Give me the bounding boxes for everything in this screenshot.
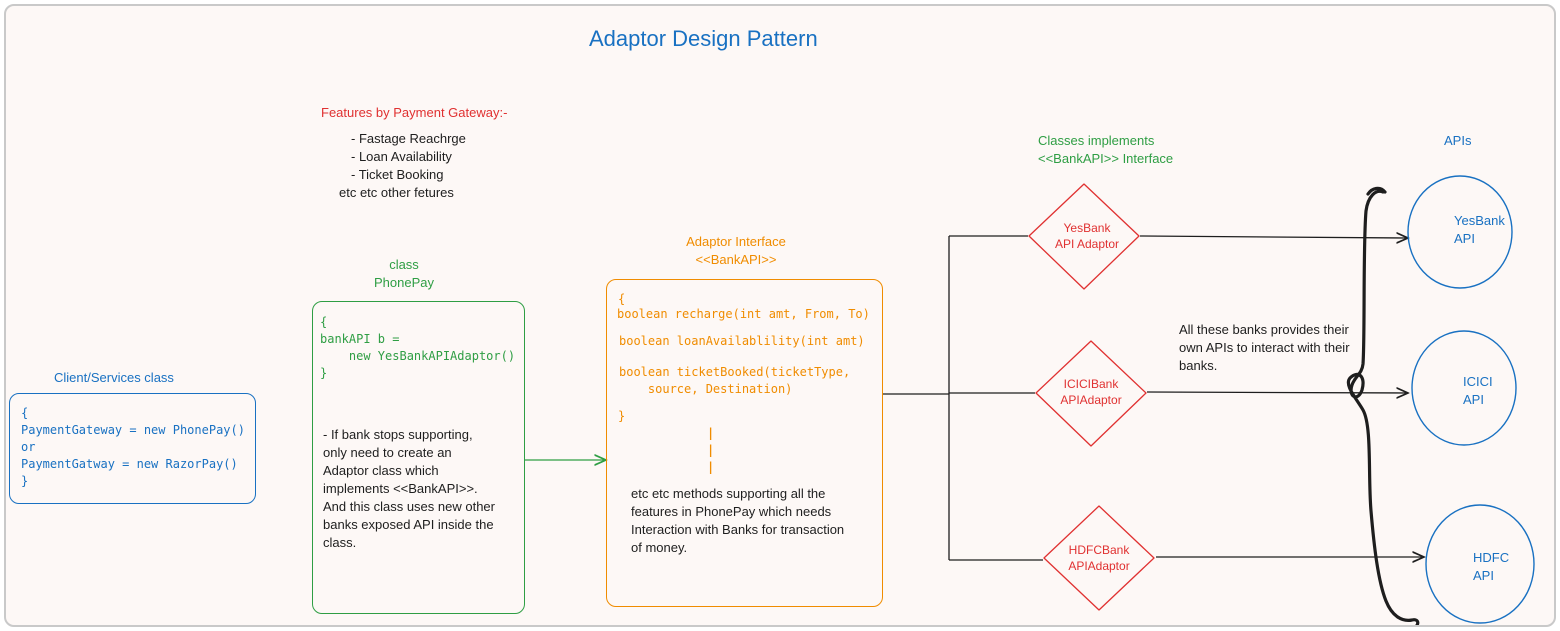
yesbank-api-circle[interactable]: [1407, 175, 1513, 289]
icici-adaptor-diamond[interactable]: [1035, 340, 1147, 447]
hdfc-api-label: HDFC API: [1473, 550, 1510, 583]
features-heading: Features by Payment Gateway:-: [321, 105, 508, 120]
phonepay-label: class PhonePay: [374, 257, 434, 290]
icici-api-label: ICICI API: [1463, 374, 1493, 407]
icici-adaptor-label: ICICIBank APIAdaptor: [1060, 377, 1122, 407]
adaptor-method: boolean loanAvailablility(int amt): [619, 334, 865, 348]
hdfc-adaptor-label: HDFCBank APIAdaptor: [1068, 543, 1130, 573]
page-title: Adaptor Design Pattern: [589, 26, 818, 51]
feature-item: - Loan Availability: [351, 149, 452, 164]
apis-label: APIs: [1444, 133, 1472, 148]
hand-drawn-brace: [1346, 189, 1420, 625]
diagram-canvas: Adaptor Design Pattern Features by Payme…: [4, 4, 1556, 627]
adaptor-interface-label: Adaptor Interface <<BankAPI>>: [686, 234, 786, 267]
feature-item: - Fastage Reachrge: [351, 131, 466, 146]
yesbank-adaptor-diamond[interactable]: [1028, 183, 1140, 290]
icici-adaptor-to-api-arrow: [1146, 392, 1408, 393]
hand-drawn-brace-top-hook: [1366, 186, 1387, 196]
phonepay-code: { bankAPI b = new YesBankAPIAdaptor() }: [320, 315, 516, 380]
client-code: { PaymentGateway = new PhonePay() or Pay…: [21, 406, 245, 488]
adaptor-continuation-dots: | | |: [707, 426, 715, 474]
hdfc-adaptor-diamond[interactable]: [1043, 505, 1155, 611]
adaptor-method: boolean ticketBooked(ticketType, source,…: [619, 365, 851, 396]
adaptor-interface-box[interactable]: { boolean recharge(int amt, From, To) bo…: [606, 279, 883, 607]
yesbank-adaptor-label: YesBank API Adaptor: [1054, 221, 1120, 251]
adaptor-open-brace: {: [618, 292, 626, 306]
client-box[interactable]: { PaymentGateway = new PhonePay() or Pay…: [9, 393, 256, 504]
hdfc-api-circle[interactable]: [1425, 504, 1535, 624]
client-label: Client/Services class: [54, 370, 174, 385]
yesbank-adaptor-to-api-arrow: [1139, 236, 1408, 238]
icici-api-circle[interactable]: [1411, 330, 1517, 446]
classes-implements-label: Classes implements <<BankAPI>> Interface: [1038, 133, 1174, 166]
banks-note: All these banks provides their own APIs …: [1179, 322, 1350, 373]
phonepay-box[interactable]: { bankAPI b = new YesBankAPIAdaptor() } …: [312, 301, 525, 614]
adaptor-note: etc etc methods supporting all the featu…: [631, 486, 845, 555]
yesbank-api-label: YesBank API: [1454, 213, 1505, 246]
feature-item: etc etc other fetures: [339, 185, 454, 200]
adaptor-method: boolean recharge(int amt, From, To): [617, 307, 870, 321]
phonepay-note: - If bank stops supporting, only need to…: [323, 427, 495, 550]
connector-layer: [525, 175, 1535, 625]
feature-item: - Ticket Booking: [351, 167, 444, 182]
adaptor-close-brace: }: [618, 409, 626, 423]
